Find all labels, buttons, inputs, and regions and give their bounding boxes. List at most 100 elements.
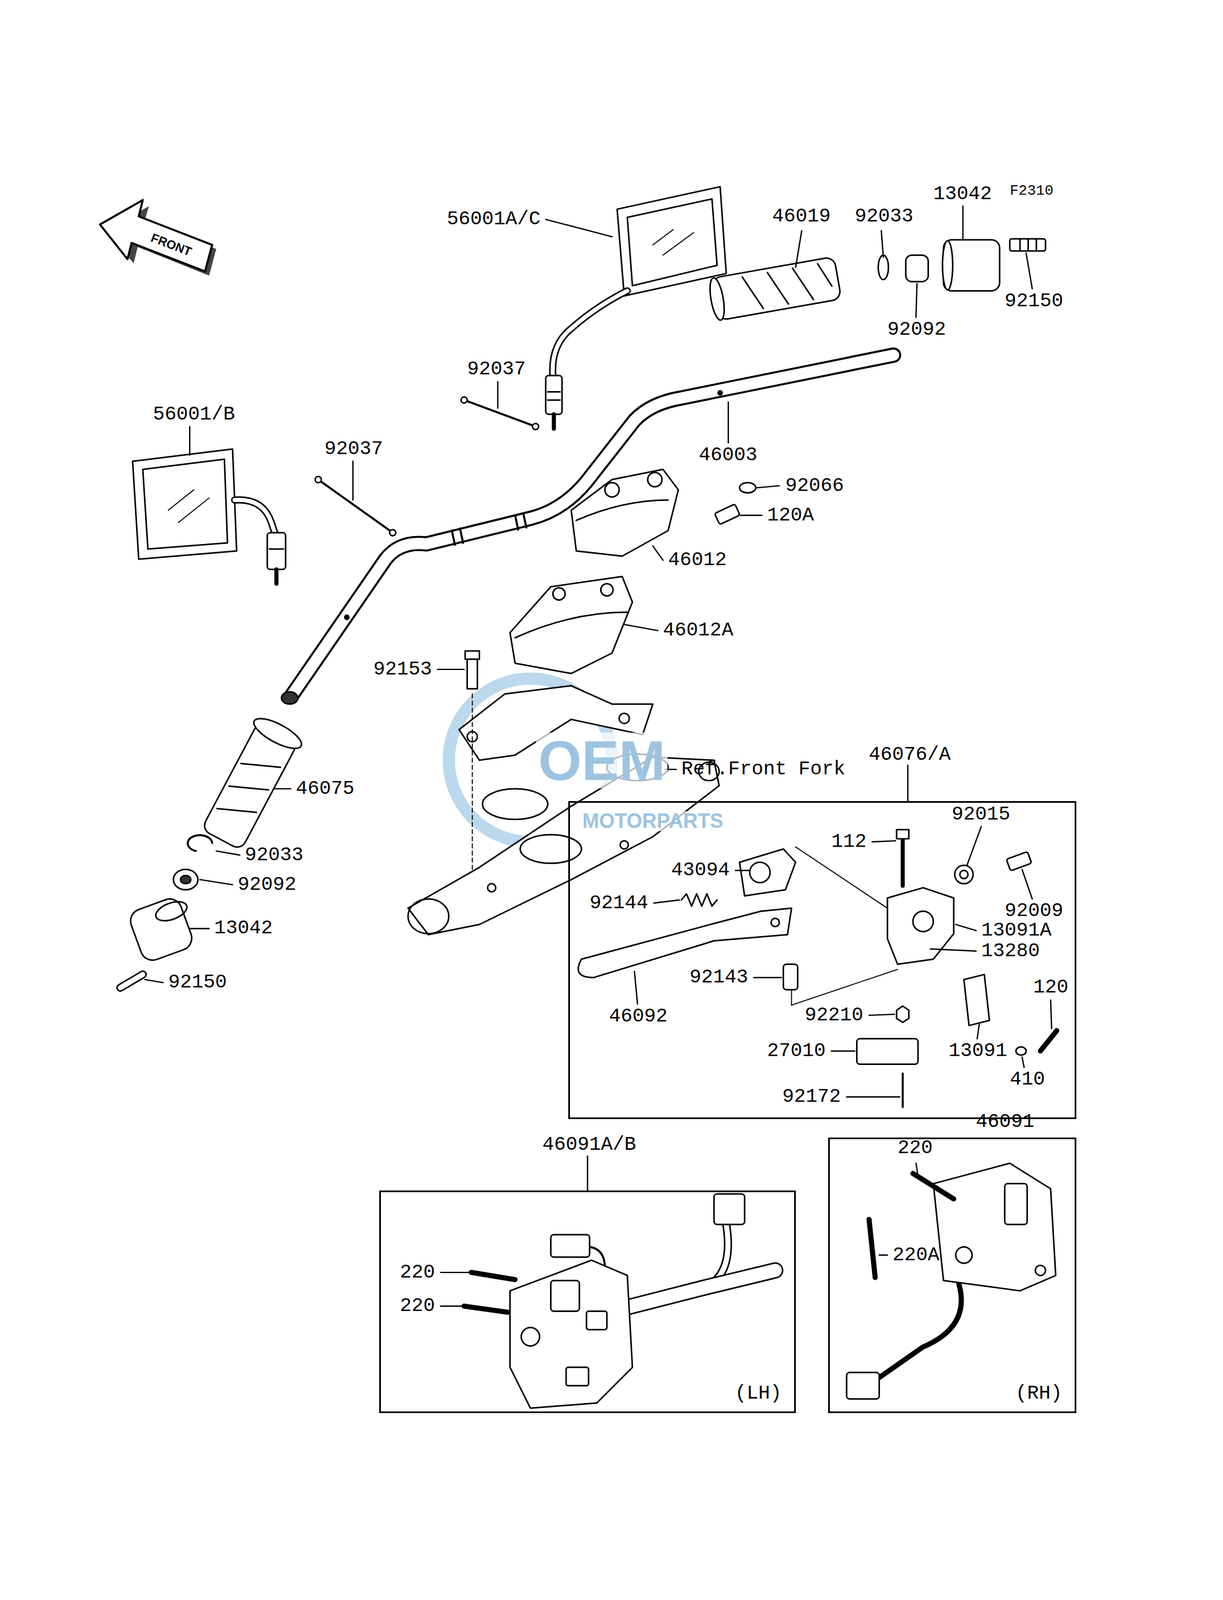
left-grip	[216, 749, 281, 826]
right-switch	[1035, 1264, 1046, 1275]
clutch-lever	[578, 907, 792, 978]
callout-number: 56001/B	[152, 404, 235, 424]
clutch-lever	[887, 887, 954, 964]
triple-clamp	[619, 713, 630, 724]
handlebar	[281, 691, 298, 704]
mirror-left	[269, 548, 284, 550]
callout-number: 13042	[214, 918, 273, 939]
clutch-lever	[900, 836, 905, 886]
callout-number: 120	[1033, 977, 1069, 998]
left-switch	[713, 1193, 745, 1225]
mirror-left	[267, 532, 286, 570]
leader-line	[545, 219, 613, 237]
leader-line	[653, 545, 664, 561]
leader-line	[216, 850, 240, 855]
left-grip	[249, 712, 306, 754]
right-grip	[1009, 238, 1046, 251]
figure-code: F2310	[1009, 183, 1054, 198]
callout-number: 92210	[804, 1004, 864, 1025]
leader-line	[189, 927, 210, 929]
callout-number: 220	[897, 1137, 934, 1158]
mirror-left	[234, 499, 276, 535]
triple-clamp	[620, 840, 629, 849]
callout-number: 410	[1009, 1069, 1046, 1090]
left-grip	[187, 834, 213, 851]
leader-line	[496, 381, 499, 409]
leader-line	[586, 1155, 588, 1191]
leader-line	[879, 1254, 888, 1256]
clutch-lever	[912, 910, 934, 932]
side-label: (LH)	[735, 1383, 782, 1404]
callout-number: 92092	[237, 874, 297, 894]
handlebar	[290, 355, 894, 698]
callout-number: 46012	[668, 550, 727, 570]
callout-number: 27010	[766, 1040, 826, 1061]
leader-line	[1022, 1056, 1025, 1067]
clutch-lever	[578, 829, 1057, 1107]
right-switch	[879, 1283, 962, 1377]
leader-line	[930, 948, 976, 951]
left-switch	[566, 1366, 589, 1386]
clutch-lever	[963, 974, 990, 1026]
mirror-left	[274, 569, 279, 584]
leader-line	[831, 1050, 855, 1052]
leader-line	[881, 230, 884, 258]
callout-number: 112	[831, 831, 867, 852]
mirror-right	[545, 375, 563, 415]
leader-line	[756, 485, 780, 488]
clutch-lever	[901, 1072, 905, 1107]
callout-number: 92092	[887, 319, 946, 340]
clutch-lever	[795, 846, 888, 908]
clutch-lever	[790, 989, 792, 1005]
left-switch	[471, 1272, 516, 1280]
right-grip	[707, 256, 841, 322]
handlebar-clamp	[552, 587, 565, 601]
group-callout: 46091A/B	[542, 1134, 636, 1154]
right-switch	[955, 1246, 973, 1263]
handlebar-clamp	[515, 611, 628, 638]
clutch-lever	[856, 1038, 918, 1065]
callout-number: 92033	[244, 844, 304, 865]
group-callout: 46076/A	[868, 744, 951, 765]
clutch-lever	[959, 869, 969, 879]
handlebar	[344, 615, 349, 620]
mirror-left	[132, 448, 238, 560]
triple-clamp	[408, 898, 449, 934]
left-switch	[611, 1269, 776, 1311]
leader-line	[735, 869, 749, 871]
callout-number: 92037	[324, 438, 384, 459]
callout-number: 220	[399, 1296, 435, 1316]
leader-line	[440, 1271, 470, 1273]
callout-number: 13091	[948, 1040, 1008, 1061]
leader-line	[352, 461, 354, 501]
leader-line	[1022, 868, 1033, 899]
side-label: (RH)	[1015, 1383, 1063, 1404]
callout-number: 92015	[951, 804, 1010, 824]
leader-line	[144, 979, 164, 983]
leader-line	[977, 1023, 980, 1039]
clutch-lever	[791, 969, 898, 1005]
leader-line	[872, 840, 896, 842]
clutch-lever	[681, 893, 718, 906]
left-switch	[550, 1234, 591, 1257]
callout-number: 120A	[766, 505, 814, 525]
clutch-lever	[1040, 1030, 1057, 1051]
part-group-frame: 46076/A	[568, 800, 1077, 1120]
watermark: OEM	[535, 732, 668, 789]
left-switch	[463, 1193, 776, 1408]
callout-number: 43094	[670, 860, 730, 881]
leader-line	[727, 402, 729, 443]
mirror-right	[552, 290, 628, 376]
part-group-frame: 46091(RH)	[828, 1137, 1076, 1413]
front-arrow	[99, 200, 217, 276]
mirror-right	[547, 390, 560, 393]
leader-line	[915, 283, 917, 318]
triple-clamp	[465, 650, 480, 660]
clutch-lever	[896, 1005, 910, 1022]
right-switch	[868, 1219, 876, 1278]
left-grip	[120, 712, 306, 988]
callout-number: 46012A	[663, 620, 734, 641]
clutch-lever	[771, 917, 780, 927]
right-switch	[1004, 1183, 1028, 1225]
clutch-lever	[739, 848, 796, 896]
